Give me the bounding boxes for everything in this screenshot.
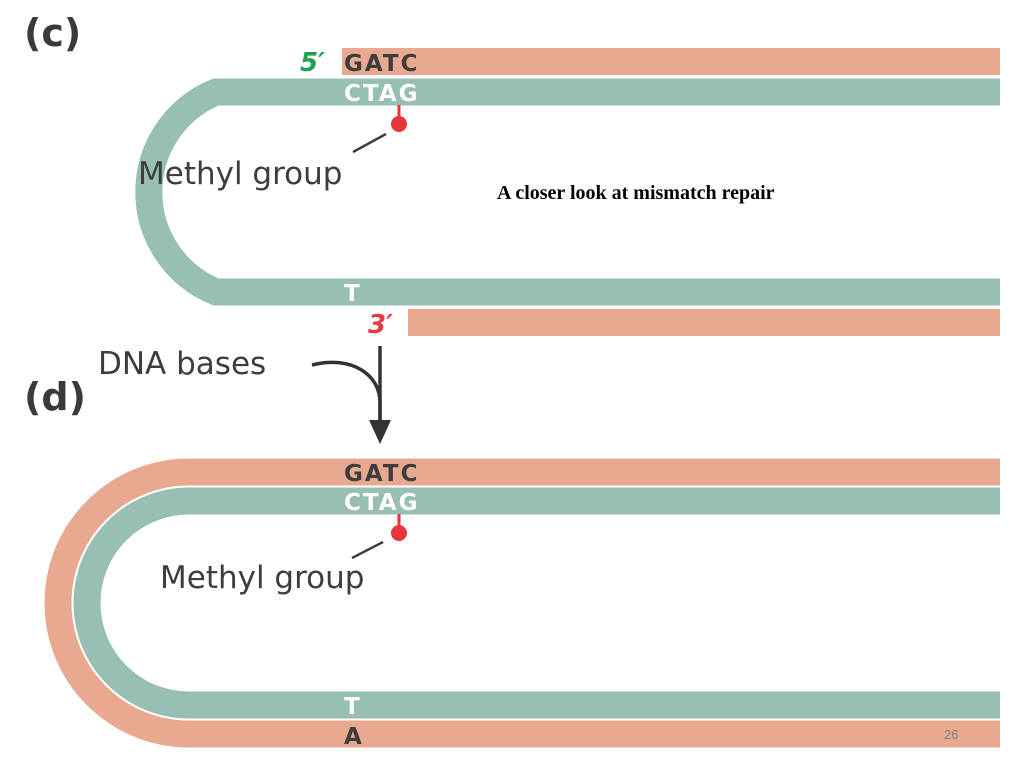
panel-d-methyl-caption: Methyl group [160, 560, 364, 596]
panel-c-gatc: GATC [344, 51, 419, 77]
panel-c-methyl-caption: Methyl group [138, 156, 342, 192]
panel-c-t-base: T [344, 281, 362, 307]
panel-c-template-strand [135, 78, 1000, 306]
panel-d-methyl-pointer [351, 540, 384, 560]
down-arrow-icon [311, 346, 391, 444]
panel-d-gatc: GATC [344, 461, 419, 487]
page-number: 26 [944, 727, 958, 742]
five-prime-label: 5′ [300, 48, 325, 78]
panel-d-template-strand [73, 487, 1000, 719]
slide-title: A closer look at mismatch repair [497, 182, 775, 204]
panel-c-ctag: CTAG [344, 81, 419, 107]
panel-c-methyl-pointer [352, 132, 387, 154]
panel-d-new-strand [44, 458, 1000, 748]
panel-d-label: (d) [24, 375, 86, 419]
panel-c-new-strand-bottom [408, 309, 1000, 336]
dna-bases-caption: DNA bases [98, 346, 266, 382]
panel-d-a-base: A [344, 724, 364, 750]
panel-c-methyl-group-icon [391, 105, 407, 132]
panel-d-t-base: T [344, 694, 362, 720]
three-prime-label: 3′ [368, 310, 393, 340]
panel-d-ctag: CTAG [344, 490, 419, 516]
panel-d-methyl-group-icon [391, 514, 407, 541]
panel-c-label: (c) [24, 11, 81, 55]
panel-c-new-strand-top [342, 48, 1000, 75]
